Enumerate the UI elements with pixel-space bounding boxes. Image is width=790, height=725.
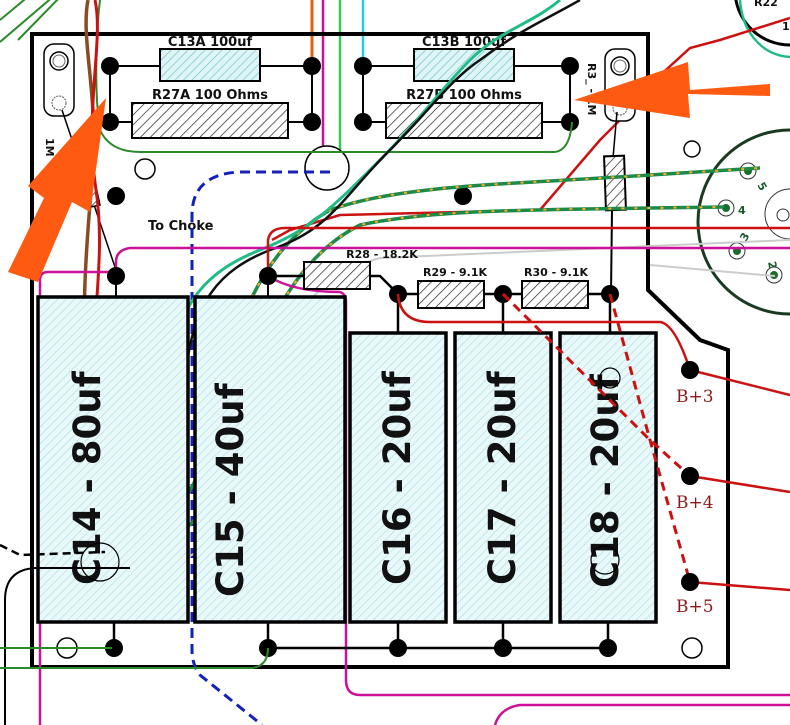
pin-label-5: 5 — [754, 180, 769, 193]
solder-pad — [454, 187, 472, 205]
ground-bus — [105, 622, 617, 657]
c17-capacitor — [453, 331, 553, 624]
incoming-wires-top — [310, 0, 365, 170]
arrow-left-icon — [8, 98, 106, 282]
solder-pad — [107, 187, 125, 205]
c18-label: C18 - 20uf — [584, 373, 627, 588]
c16-label: C16 - 20uf — [376, 370, 419, 585]
c14-capacitor — [36, 295, 190, 624]
c16-capacitor — [348, 331, 448, 624]
c17-label: C17 - 20uf — [481, 370, 524, 585]
tube-socket: 5 4 3 2 — [696, 128, 790, 316]
r27b-label: R27B 100 Ohms — [406, 88, 522, 103]
external-wires-top-left — [0, 0, 59, 43]
b-plus-4-label: B+4 — [676, 493, 714, 513]
to-choke-label: To Choke — [148, 219, 214, 234]
r28-label: R28 - 18.2K — [346, 248, 418, 261]
b-plus-3-label: B+3 — [676, 387, 714, 407]
r3x-resistor-label: R3_ - 1M — [585, 63, 598, 115]
black-dashed-wire — [0, 543, 106, 557]
green-wire-bottom — [0, 647, 269, 669]
b-plus-taps: B+3 B+4 B+5 — [396, 292, 790, 617]
left-resistor-label: 1M — [43, 138, 56, 157]
pin-label-2: 2 — [765, 260, 779, 270]
c13a-capacitor — [159, 48, 261, 82]
r22-label: R22 — [754, 0, 778, 9]
highlight-arrows — [8, 62, 770, 282]
black-wire-left — [4, 567, 130, 725]
r27a-resistor — [131, 102, 289, 139]
r22-tube-outline: R22 1. — [734, 0, 790, 59]
pin-label-4: 4 — [738, 204, 746, 217]
arrow-right-icon — [574, 62, 770, 118]
red-wire-b-supply — [266, 226, 790, 276]
c13a-label: C13A 100uf — [168, 35, 253, 50]
c15-label: C15 - 40uf — [209, 382, 252, 597]
blue-dashed-wire — [190, 170, 330, 725]
r22-value-label: 1. — [782, 20, 790, 33]
c13b-capacitor — [413, 48, 515, 82]
r29-label: R29 - 9.1K — [423, 266, 487, 279]
c14-label: C14 - 80uf — [66, 370, 109, 585]
grey-wire — [649, 264, 776, 277]
r30-label: R30 - 9.1K — [524, 266, 588, 279]
r30-resistor — [521, 280, 589, 309]
r27b-resistor — [385, 102, 543, 139]
filter-capacitors: C14 - 80uf C15 - 40uf C16 - 20uf C17 - 2… — [36, 295, 658, 624]
c15-capacitor — [193, 295, 347, 624]
r27a-label: R27A 100 Ohms — [152, 88, 268, 103]
r28-resistor — [303, 261, 371, 290]
r29-resistor — [417, 280, 485, 309]
c13b-label: C13B 100uf — [422, 35, 506, 50]
b-plus-5-label: B+5 — [676, 597, 714, 617]
